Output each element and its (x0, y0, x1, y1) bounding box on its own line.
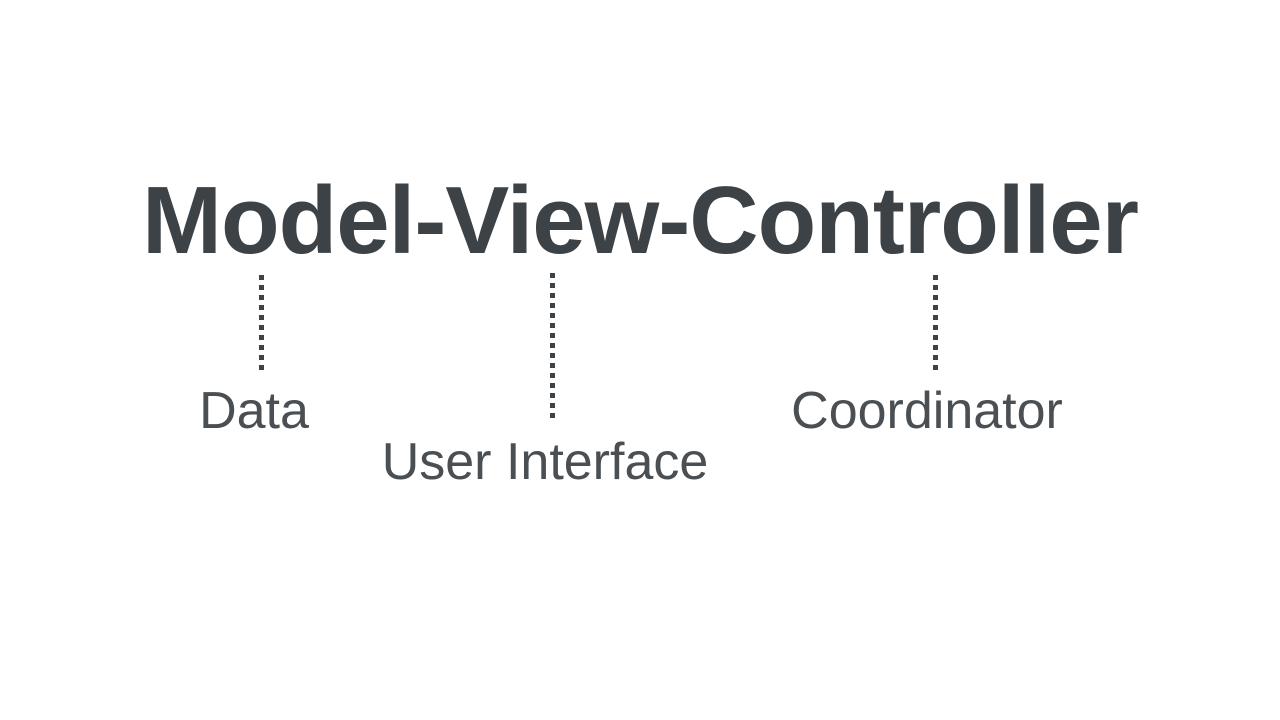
label-model-data: Data (199, 382, 309, 440)
dotted-connector-controller (933, 275, 938, 371)
label-controller-coordinator: Coordinator (791, 382, 1063, 440)
label-view-user-interface: User Interface (381, 433, 709, 491)
dotted-connector-model (259, 275, 264, 370)
diagram-title: Model-View-Controller (142, 167, 1139, 274)
dotted-connector-view (550, 273, 555, 419)
